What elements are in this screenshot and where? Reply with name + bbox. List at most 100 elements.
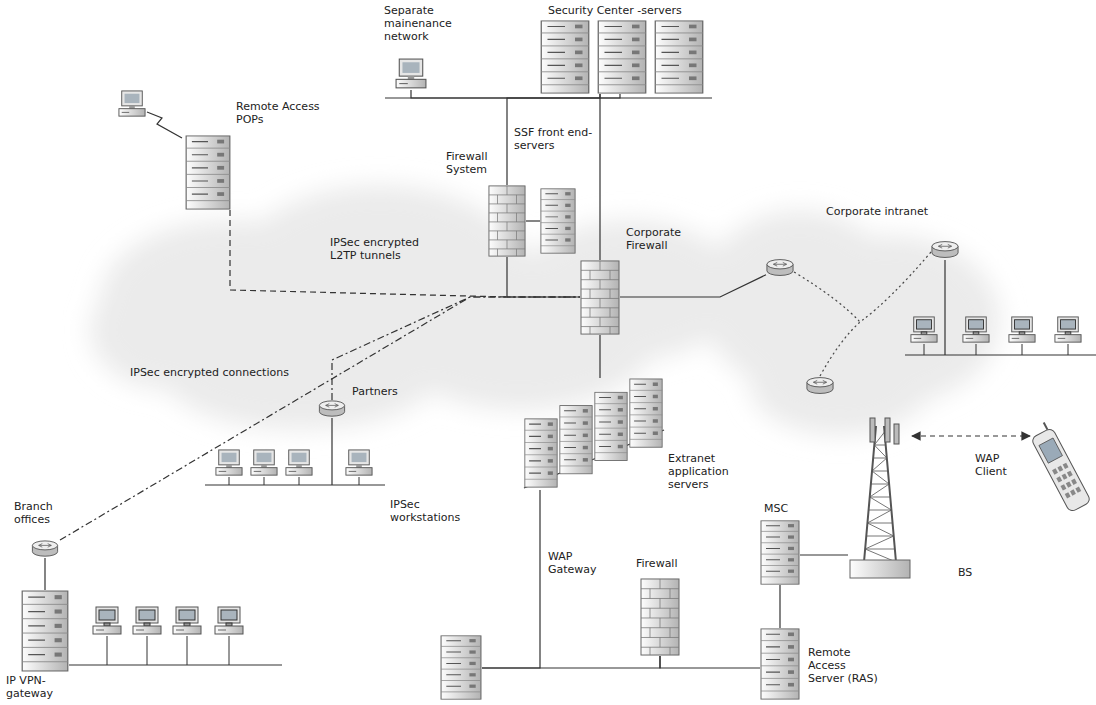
connector-group [45,90,1030,668]
rack-icon [22,591,68,671]
firewall-box-icon [488,185,526,257]
network-cloud [90,185,1000,435]
maintenance-pc-icon [395,58,427,90]
device-label: Extranet application servers [668,452,748,491]
lan-drop [229,477,230,485]
intranet-link [794,272,860,322]
server-group-icon [540,20,705,94]
firewall-box-icon [580,260,620,335]
network-link [60,297,580,540]
dial-link [147,112,182,138]
mobile-phone: WAP Client [1030,420,1092,520]
intranet-link [860,252,931,322]
antenna-panel [870,418,875,442]
workstation-icon [1009,317,1035,342]
lan-drop [331,445,332,485]
device-label: IP VPN-gateway [6,674,86,700]
rack-icon [761,629,799,699]
base-station: BS [848,412,912,580]
access-server: Remote Access Server (RAS) [760,628,800,700]
phone-antenna [1044,423,1048,430]
vpn-gateway: IP VPN-gateway [21,590,69,672]
lan-bus [69,664,282,665]
network-link [660,656,760,668]
maintenance-pc: Separate mainenance network [395,58,427,90]
network-link [482,656,660,668]
device-label: Remote Access POPs [236,100,326,126]
rack-icon [186,136,230,209]
device-label: Security Center -servers [548,4,738,17]
pc-icon [396,59,426,88]
lan-bus [205,484,385,485]
workstation-icon [93,607,121,634]
phone-body [1027,420,1091,512]
firewall-box: Firewall [640,578,680,656]
network-link [331,418,332,445]
network-link [507,257,580,297]
device-label: Branch offices [14,500,74,526]
cloud-puff [750,335,930,435]
server-rack: SSF front end-servers [540,188,576,254]
network-link [800,554,848,555]
device-label: Corporate Firewall [626,226,696,252]
router-icon-icon [318,400,346,418]
rack-icon [541,189,575,253]
router-icon [32,541,57,556]
phone-key [1062,473,1068,479]
phone-key [1063,463,1069,469]
network-link [526,220,540,221]
firewall-icon [489,186,525,256]
network-link [599,94,600,260]
rack-icon [761,521,799,584]
server-icon [630,379,662,447]
router-icon: Corporate intranet [766,258,794,278]
phone-key [1071,479,1077,485]
network-link [599,335,600,378]
rack-icon [441,636,481,699]
lan-drop [924,344,925,355]
server-icon [541,21,589,93]
lan-drop [1022,344,1023,355]
phone-key [1065,492,1071,498]
device-label: Corporate intranet [826,205,966,218]
firewall-box-icon [640,578,680,656]
firewall-box: Firewall System [488,185,526,257]
lan-drop [1068,344,1069,355]
connection-label: IPSec encrypted L2TP tunnels [330,236,434,262]
lan-drop [264,477,265,485]
lan-drop [107,636,108,665]
intranet-links [794,252,931,376]
phone-key [1075,487,1081,493]
server-icon [655,21,703,93]
server-icon [595,392,627,460]
phone-key [1056,476,1062,482]
phone-key [1057,466,1063,472]
phone-key [1070,489,1076,495]
router-icon [319,401,344,416]
workstation-icon [173,607,201,634]
workstation-icon [963,317,989,342]
workstation-icon [286,450,312,475]
phone-key [1067,471,1073,477]
network-link [332,297,580,400]
vpn-gateway-icon [21,590,69,672]
phone-case [1031,427,1092,512]
gateway-box-icon [440,635,482,700]
phone-key [1066,481,1072,487]
router-icon: Partners [318,400,346,418]
network-link [912,435,1030,436]
workstation-icon [251,450,277,475]
network-link [230,210,580,297]
phone-key [1061,484,1067,490]
firewall-icon [581,261,619,334]
access-server-icon [760,628,800,700]
router-icon [767,260,793,276]
gateway-box: WAP Gateway [440,635,482,700]
server-rack-icon [540,188,576,254]
device-label: WAP Client [975,452,1023,478]
device-label: Partners [352,385,422,398]
